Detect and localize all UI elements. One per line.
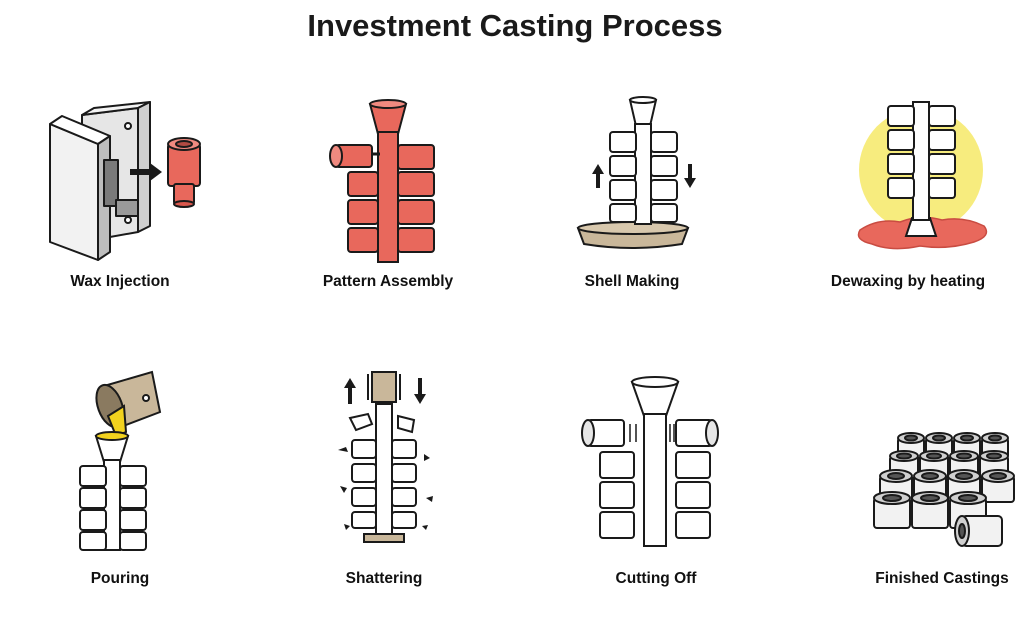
step-wax-injection: Wax Injection bbox=[0, 60, 240, 330]
step-label: Cutting Off bbox=[615, 570, 697, 587]
step-dewaxing: Dewaxing by heating bbox=[788, 60, 1028, 330]
step-pouring: Pouring bbox=[0, 358, 240, 628]
shell-knockout-icon bbox=[338, 371, 433, 543]
step-shell-making: Shell Making bbox=[512, 60, 752, 330]
step-label: Wax Injection bbox=[70, 273, 170, 290]
cut-off-tree-icon bbox=[581, 376, 719, 547]
finished-parts-icon bbox=[873, 432, 1015, 547]
step-label: Dewaxing by heating bbox=[830, 273, 986, 290]
wax-injection-die-icon bbox=[49, 101, 201, 261]
dipped-tree-icon bbox=[576, 96, 696, 249]
step-pattern-assembly: Pattern Assembly bbox=[268, 60, 508, 330]
wax-tree-icon bbox=[329, 99, 435, 263]
step-cutting-off: Cutting Off bbox=[536, 358, 776, 628]
step-shattering: Shattering bbox=[264, 358, 504, 628]
pouring-ladle-icon bbox=[79, 370, 162, 551]
step-label: Pouring bbox=[90, 570, 150, 587]
step-finished-castings: Finished Castings bbox=[822, 358, 1030, 628]
diagram-title: Investment Casting Process bbox=[307, 8, 723, 43]
step-label: Shell Making bbox=[584, 273, 680, 290]
step-label: Finished Castings bbox=[875, 570, 1009, 587]
step-label: Pattern Assembly bbox=[322, 273, 454, 290]
step-label: Shattering bbox=[345, 570, 423, 587]
dewaxing-heat-icon bbox=[857, 101, 988, 250]
